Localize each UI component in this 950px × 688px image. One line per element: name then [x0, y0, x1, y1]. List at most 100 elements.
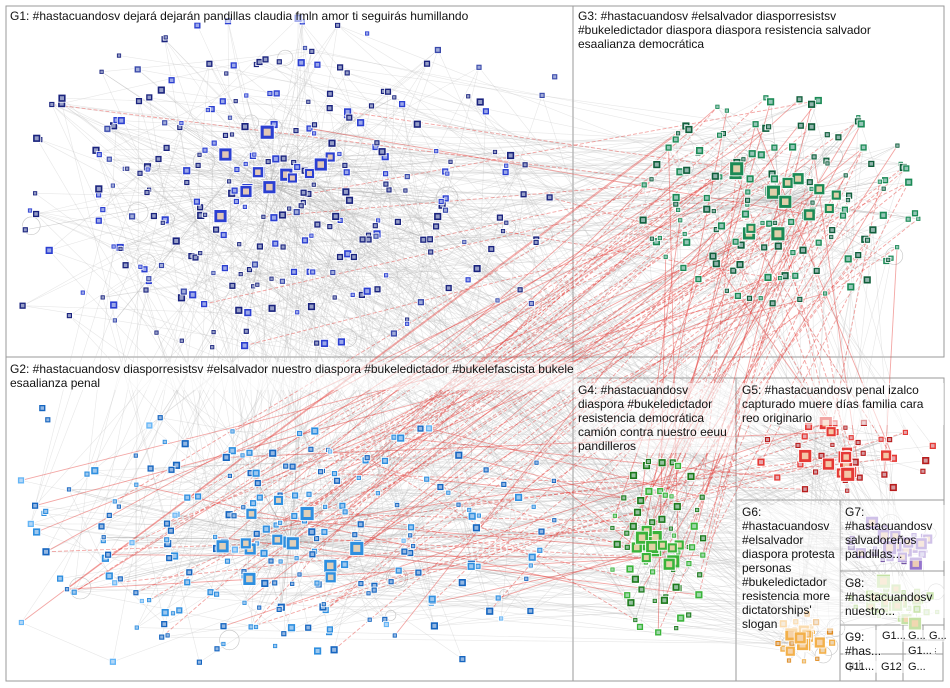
- node: [357, 580, 365, 587]
- edge: [101, 526, 642, 590]
- edge: [269, 67, 480, 186]
- edge: [844, 432, 906, 456]
- node: [466, 561, 476, 571]
- edge: [322, 455, 887, 472]
- edge: [325, 225, 722, 611]
- edge: [257, 134, 828, 175]
- node: [526, 607, 535, 615]
- node: [682, 237, 692, 247]
- edge: [304, 47, 828, 164]
- node: [746, 294, 753, 302]
- edge: [45, 551, 647, 558]
- edge-red: [347, 111, 737, 170]
- edge: [120, 126, 769, 250]
- edge: [269, 184, 355, 258]
- node: [64, 586, 70, 593]
- node: [202, 211, 209, 218]
- node: [675, 130, 681, 137]
- edge: [236, 201, 504, 232]
- node: [209, 344, 216, 351]
- edge: [329, 108, 398, 506]
- node: [404, 320, 411, 327]
- edge: [114, 128, 270, 321]
- edge: [211, 108, 704, 556]
- node: [98, 68, 105, 75]
- node: [695, 146, 704, 156]
- node: [419, 235, 428, 244]
- self-loop: [499, 589, 509, 599]
- node: [183, 179, 191, 186]
- node: [414, 568, 423, 577]
- edge: [22, 184, 271, 306]
- node: [847, 434, 855, 442]
- edge: [464, 125, 687, 243]
- edge: [161, 636, 804, 644]
- node: [143, 189, 151, 196]
- node: [801, 485, 809, 494]
- self-loop: [427, 416, 443, 433]
- node: [373, 285, 382, 294]
- edge: [138, 100, 271, 186]
- edge: [494, 151, 638, 548]
- node: [657, 539, 668, 551]
- node: [242, 161, 249, 167]
- edge: [166, 451, 331, 541]
- node: [708, 251, 718, 261]
- node: [445, 489, 452, 496]
- edge: [289, 460, 366, 541]
- edge-red: [640, 220, 681, 501]
- edge: [269, 184, 379, 221]
- node: [326, 223, 334, 231]
- node: [645, 458, 652, 465]
- edge: [197, 496, 291, 541]
- edge: [66, 588, 257, 628]
- edge: [360, 229, 717, 584]
- edge: [161, 207, 201, 266]
- edge: [36, 531, 211, 593]
- edge: [635, 544, 661, 621]
- edge-red: [187, 178, 775, 498]
- node: [226, 178, 233, 185]
- node: [228, 281, 237, 290]
- edge: [257, 482, 291, 541]
- node: [185, 568, 194, 577]
- node: [349, 541, 365, 556]
- edge: [121, 120, 271, 186]
- edge: [195, 184, 271, 258]
- edge: [374, 439, 768, 591]
- node: [778, 194, 793, 209]
- node: [124, 165, 131, 172]
- edge: [289, 208, 848, 475]
- node: [904, 177, 914, 187]
- node: [423, 59, 431, 68]
- edge: [112, 120, 117, 186]
- edge-red: [305, 172, 736, 514]
- node: [313, 535, 321, 542]
- node: [232, 98, 239, 104]
- edge: [797, 445, 846, 456]
- edge: [94, 127, 181, 471]
- edge: [245, 191, 808, 615]
- edge: [99, 154, 213, 348]
- node: [166, 526, 175, 535]
- edge: [114, 501, 291, 541]
- edge: [114, 466, 293, 584]
- edge: [702, 134, 828, 556]
- edge: [197, 25, 271, 186]
- node: [772, 219, 778, 226]
- edge: [225, 135, 446, 199]
- edge: [339, 153, 802, 648]
- edge-red: [51, 104, 652, 180]
- node: [710, 208, 717, 215]
- edge: [175, 240, 435, 627]
- edge-red: [307, 513, 653, 523]
- node: [632, 617, 639, 623]
- edge: [779, 123, 862, 201]
- node: [400, 547, 409, 556]
- node: [278, 210, 287, 220]
- node: [308, 232, 315, 239]
- node: [195, 658, 203, 666]
- edge: [289, 515, 473, 541]
- node: [116, 503, 122, 510]
- edge: [344, 165, 404, 541]
